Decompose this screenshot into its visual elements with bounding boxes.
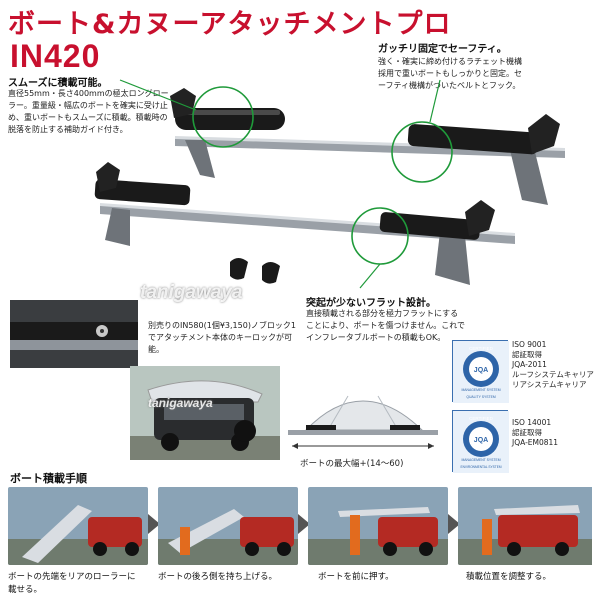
watermark-suv: tanigawaya	[148, 396, 213, 410]
key-lock-photo	[10, 300, 138, 368]
step-arrow-2	[298, 514, 310, 534]
step-photo-1	[8, 487, 148, 565]
ratchet-guide-rear-right	[528, 114, 560, 154]
feature-flat-body: 直接積載される部分を極力フラットにすることにより、ボートを傷つけません。これでイ…	[306, 309, 466, 342]
step-caption-1: ボートの先端をリアのローラーに載せる。	[8, 572, 136, 595]
product-illustration	[94, 79, 565, 289]
cert-quality-line: リアシステムキャリア	[512, 380, 587, 389]
cert-badge-environment-sub: MANAGEMENT SYSTEM	[461, 458, 500, 462]
feature-lock-body: 強く・確実に締め付けるラチェット機構採用で重いボートもしっかりと固定。セーフティ…	[378, 57, 522, 90]
ratchet-strap-2	[262, 262, 280, 284]
feature-key-body: 別売りのIN580(1個¥3,150)ノブロック1でアタッチメント本体のキーロッ…	[148, 321, 297, 354]
feature-rollers-body: 直径55mm・長さ400mmの極太ロングローラー。重量級・幅広のボートを確実に受…	[8, 89, 169, 134]
cert-quality-line: ISO 9001	[512, 340, 547, 349]
step-caption-4: 積載位置を調整する。	[466, 572, 552, 582]
rack-foot-front-right	[435, 232, 470, 285]
step-arrow-3	[448, 514, 460, 534]
pad-rear-right	[407, 124, 539, 155]
pad-front-left	[94, 179, 191, 206]
step-photo-2	[158, 487, 298, 565]
rack-foot-rear-right	[510, 150, 548, 205]
cert-badge-quality-sub: MANAGEMENT SYSTEM	[461, 388, 500, 392]
callout-circle-lock	[391, 121, 453, 183]
cert-environment-line: JQA-EM0811	[512, 438, 559, 447]
feature-flat-heading: 突起が少ないフラット設計。	[306, 298, 436, 309]
step-photo-4	[458, 487, 598, 565]
cert-quality-line: ルーフシステムキャリア	[512, 370, 594, 379]
ratchet-guide-rear-left	[170, 88, 196, 118]
boat-width-diagram	[288, 395, 438, 449]
cert-badge-environment-org: JQA	[474, 437, 488, 444]
cert-environment-text: ISO 14001 認証取得 JQA-EM0811	[512, 418, 598, 448]
roller-rear	[175, 108, 285, 130]
feature-lock-heading: ガッチリ固定でセーフティ。	[378, 44, 507, 55]
cert-badge-environment: JQA CERTIFIED MANAGEMENT SYSTEM ENVIRONM…	[452, 410, 509, 473]
cert-badge-quality-top: CERTIFIED	[469, 346, 493, 351]
rack-foot-rear-left	[185, 140, 215, 178]
page-title: ボート&カヌーアタッチメントプロ	[8, 9, 452, 40]
suv-photo: tanigawaya	[130, 366, 280, 460]
steps-title: ボート積載手順	[10, 472, 87, 485]
callout-circle-roller	[192, 86, 254, 148]
ratchet-strap-1	[230, 258, 248, 280]
cert-badge-environment-top: CERTIFIED	[469, 416, 493, 421]
width-note: ボートの最大幅+(14〜60)	[300, 459, 404, 469]
feature-rollers-heading: スムーズに積載可能。	[8, 78, 108, 89]
model-number: IN420	[10, 38, 101, 74]
step-photo-3	[308, 487, 448, 565]
ratchet-guide-front-left	[96, 162, 120, 192]
rack-foot-front-left	[105, 208, 130, 246]
cert-quality-text: ISO 9001 認証取得 JQA-2011 ルーフシステムキャリア リアシステ…	[512, 340, 598, 390]
cert-quality-line: 認証取得	[512, 350, 542, 359]
cert-environment-line: ISO 14001	[512, 418, 552, 427]
cert-environment-line: 認証取得	[512, 428, 542, 437]
step-arrow-1	[148, 514, 160, 534]
cert-badge-quality-org: JQA	[474, 367, 488, 374]
ratchet-guide-front-right	[465, 200, 495, 236]
step-caption-2: ボートの後ろ側を持ち上げる。	[158, 572, 278, 582]
cert-badge-environment-bottom: ENVIRONMENTAL SYSTEM	[460, 465, 501, 469]
step-caption-3: ボートを前に押す。	[318, 572, 394, 582]
cert-badge-quality-bottom: QUALITY SYSTEM	[466, 395, 496, 399]
callout-circle-flat	[351, 207, 409, 265]
watermark-center: tanigawaya	[140, 282, 243, 303]
pad-front-right	[379, 212, 481, 240]
cert-badge-quality: JQA CERTIFIED MANAGEMENT SYSTEM QUALITY …	[452, 340, 509, 403]
cert-quality-line: JQA-2011	[512, 360, 547, 369]
